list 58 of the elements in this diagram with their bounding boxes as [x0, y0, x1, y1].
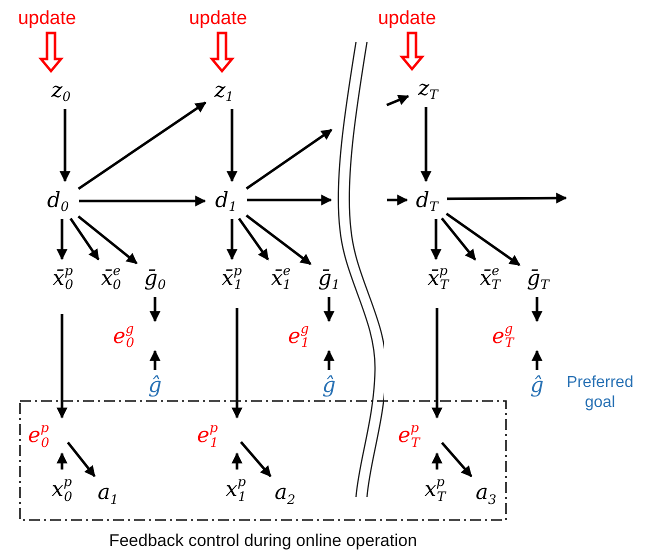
update-label: update	[16, 6, 78, 30]
arrow	[238, 218, 270, 260]
caption-text: Feedback control during online operation	[108, 530, 418, 550]
update-label: update	[376, 6, 438, 30]
arrow	[420, 107, 432, 182]
variable-label: a$_{3}$	[472, 478, 500, 506]
arrow	[446, 212, 520, 266]
arrow	[150, 350, 160, 370]
variable-label: z$_{1}$	[208, 74, 240, 106]
arrow	[440, 218, 476, 261]
arrow	[78, 215, 138, 264]
dash-dot-frame	[19, 400, 507, 520]
hollow-arrow	[209, 32, 235, 73]
update-label: update	[187, 6, 249, 30]
arrow	[56, 314, 68, 419]
arrow	[532, 350, 542, 370]
hollow-arrow	[399, 32, 425, 71]
variable-label: d$_{0}$	[40, 184, 76, 216]
arrow	[150, 297, 160, 322]
arrow	[387, 194, 408, 206]
arrow	[240, 441, 272, 478]
annotation-text: Preferred goal	[566, 373, 634, 413]
arrow	[78, 101, 206, 190]
arrow	[532, 297, 542, 322]
arrow	[432, 308, 442, 419]
arrow	[447, 192, 568, 204]
arrow	[386, 94, 410, 106]
arrow	[56, 452, 68, 470]
variable-label: z$_{0}$	[45, 74, 77, 106]
arrow	[324, 350, 334, 370]
variable-label: ĝ	[144, 373, 166, 397]
arrow	[66, 442, 96, 477]
arrow	[69, 218, 100, 260]
arrow	[430, 219, 442, 260]
arrow	[247, 194, 332, 206]
variable-label: a$_{2}$	[271, 478, 299, 506]
variable-label: d$_{1}$	[208, 184, 244, 216]
arrow	[441, 442, 472, 478]
variable-label: ĝ	[526, 373, 548, 397]
hollow-arrow	[38, 32, 64, 73]
arrow	[232, 308, 242, 419]
variable-label: ḡ$_{1}$	[313, 262, 345, 294]
arrow	[432, 452, 442, 470]
arrow	[79, 196, 206, 206]
variable-label: ḡ$_{T}$	[522, 262, 554, 294]
arrow	[324, 297, 334, 322]
arrow	[56, 219, 68, 260]
variable-label: a$_{1}$	[94, 478, 122, 506]
variable-label: z$_{T}$	[411, 72, 445, 104]
variable-label: ĝ	[318, 373, 340, 397]
arrow	[226, 109, 238, 182]
arrow	[246, 128, 332, 190]
arrow	[60, 109, 70, 182]
arrow	[226, 219, 238, 260]
variable-label: d$_{T}$	[410, 184, 444, 216]
arrow	[232, 452, 242, 470]
variable-label: ḡ$_{0}$	[139, 262, 171, 294]
arrow	[246, 214, 312, 266]
